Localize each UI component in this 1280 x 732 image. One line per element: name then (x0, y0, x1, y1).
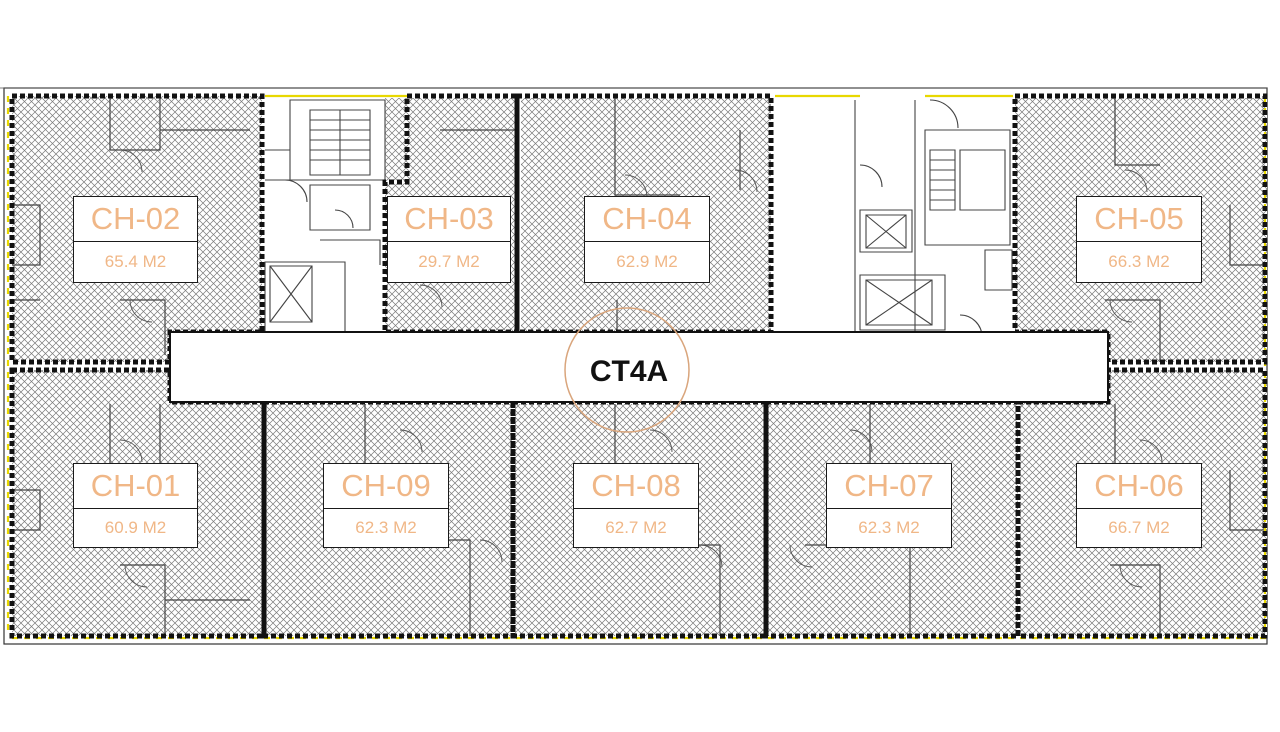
building-marker-circle (564, 307, 690, 433)
unit-code: CH-01 (74, 464, 197, 509)
unit-code: CH-09 (324, 464, 448, 509)
unit-area: 62.9 M2 (616, 251, 678, 271)
unit-area: 62.3 M2 (355, 517, 417, 537)
unit-label-ch-08[interactable]: CH-08 62.7 M2 (573, 463, 699, 548)
unit-area: 66.7 M2 (1108, 517, 1170, 537)
unit-floor-areas (12, 96, 1267, 636)
unit-area: 65.4 M2 (104, 251, 167, 271)
unit-label-ch-02[interactable]: CH-02 65.4 M2 (73, 196, 198, 283)
unit-label-ch-01[interactable]: CH-01 60.9 M2 (73, 463, 198, 548)
unit-code: CH-03 (388, 197, 510, 242)
door-swings (119, 149, 1163, 588)
unit-code: CH-02 (74, 197, 197, 242)
unit-label-ch-07[interactable]: CH-07 62.3 M2 (826, 463, 952, 548)
left-core (264, 99, 386, 336)
unit-area: 66.3 M2 (1108, 251, 1170, 271)
corridor (169, 331, 1109, 403)
unit-area: 62.7 M2 (605, 517, 667, 537)
unit-code: CH-05 (1077, 197, 1201, 242)
unit-code: CH-06 (1077, 464, 1201, 509)
unit-code: CH-08 (574, 464, 698, 509)
unit-label-ch-06[interactable]: CH-06 66.7 M2 (1076, 463, 1202, 548)
building-name: CT4A (589, 355, 669, 388)
unit-area: 60.9 M2 (104, 517, 167, 537)
unit-label-ch-03[interactable]: CH-03 29.7 M2 (387, 196, 511, 283)
right-core (854, 99, 1013, 340)
unit-label-ch-09[interactable]: CH-09 62.3 M2 (323, 463, 449, 548)
unit-code: CH-07 (827, 464, 951, 509)
unit-area: 62.3 M2 (858, 517, 920, 537)
unit-area: 29.7 M2 (418, 251, 480, 271)
unit-label-ch-04[interactable]: CH-04 62.9 M2 (584, 196, 710, 283)
unit-label-ch-05[interactable]: CH-05 66.3 M2 (1076, 196, 1202, 283)
unit-code: CH-04 (585, 197, 709, 242)
